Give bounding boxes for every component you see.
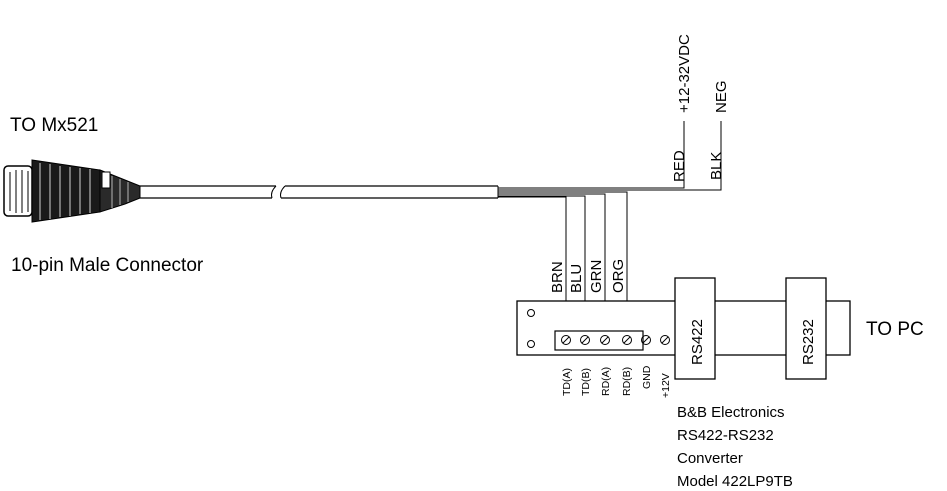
- terminal-screw-icon: [561, 335, 571, 345]
- terminal-screw-icon: [641, 335, 651, 345]
- rs422-label: RS422: [689, 319, 706, 365]
- rs232-connector: RS232: [785, 277, 827, 380]
- wire-label-org: ORG: [610, 259, 627, 293]
- wire-label-red: RED: [671, 150, 688, 182]
- converter-line-2: RS422-RS232: [677, 427, 774, 444]
- rs232-label: RS232: [800, 319, 817, 365]
- converter-line-3: Converter: [677, 450, 743, 467]
- terminal-label-12v: +12V: [660, 373, 672, 398]
- power-negative-label: NEG: [713, 80, 730, 113]
- terminal-label-tdb: TD(B): [580, 368, 592, 396]
- signal-wires: [498, 191, 628, 339]
- terminal-screw-icon: [622, 335, 632, 345]
- converter-line-4: Model 422LP9TB: [677, 473, 793, 490]
- connector-label: 10-pin Male Connector: [11, 255, 204, 276]
- terminal-screw-icon: [660, 335, 670, 345]
- wire-label-blk: BLK: [708, 152, 725, 180]
- to-mx-label: TO Mx521: [10, 115, 98, 136]
- terminal-label-rdb: RD(B): [621, 367, 633, 396]
- rs422-connector: RS422: [674, 277, 716, 380]
- cable: [140, 185, 499, 199]
- terminal-label-gnd: GND: [641, 365, 653, 389]
- terminal-screw-icon: [580, 335, 590, 345]
- male-connector-icon: [3, 159, 141, 223]
- wire-label-blu: BLU: [568, 264, 585, 293]
- terminal-label-rda: RD(A): [600, 367, 612, 396]
- wire-label-grn: GRN: [588, 260, 605, 293]
- terminal-screw-icon: [600, 335, 610, 345]
- power-positive-label: +12-32VDC: [676, 34, 693, 113]
- to-pc-label: TO PC: [866, 319, 924, 340]
- converter-line-1: B&B Electronics: [677, 404, 785, 421]
- wire-label-brn: BRN: [549, 261, 566, 293]
- power-wires: [498, 121, 722, 191]
- terminal-label-tda: TD(A): [561, 368, 573, 396]
- terminal-screws: [561, 335, 670, 345]
